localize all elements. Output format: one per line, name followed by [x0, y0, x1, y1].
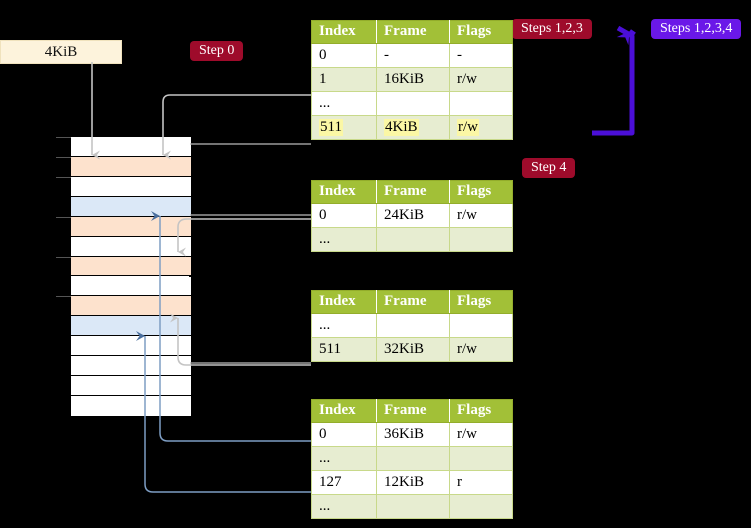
memory-frame-row	[56, 137, 191, 157]
table-row: ...	[311, 494, 513, 519]
cell-frame	[376, 313, 450, 338]
cell-flags: r/w	[449, 115, 513, 140]
cell-index: 511	[311, 115, 377, 140]
column-header-frame: Frame	[376, 180, 450, 204]
cell-flags	[449, 313, 513, 338]
memory-frame-row	[71, 236, 191, 257]
cell-index: 0	[311, 43, 377, 68]
steps1234-label: Steps 1,2,3,4	[651, 19, 742, 39]
column-header-frame: Frame	[376, 20, 450, 44]
step4-badge: Step 4	[522, 158, 576, 178]
memory-frame-row	[71, 376, 191, 397]
memory-frame-row	[71, 396, 191, 416]
cell-frame: 12KiB	[376, 470, 450, 495]
cell-frame	[376, 91, 450, 116]
memory-frame-row	[56, 296, 191, 317]
column-header-index: Index	[311, 399, 377, 423]
cell-frame: 16KiB	[376, 67, 450, 92]
physical-memory-grid	[56, 136, 191, 416]
cell-index: 1	[311, 67, 377, 92]
cell-flags: r/w	[449, 337, 513, 362]
cell-index: ...	[311, 494, 377, 519]
frame-size-label: 4KiB	[44, 43, 78, 60]
step0-badge: Step 0	[190, 41, 244, 61]
cell-flags	[449, 446, 513, 471]
column-header-flags: Flags	[449, 180, 513, 204]
cell-flags: r/w	[449, 67, 513, 92]
connector-pd-to-grid	[170, 313, 311, 366]
table-row: ...	[311, 313, 513, 338]
cell-frame: 36KiB	[376, 422, 450, 447]
cell-index: ...	[311, 313, 377, 338]
cell-frame	[376, 446, 450, 471]
memory-frame-row	[71, 336, 191, 357]
cell-index: 0	[311, 422, 377, 447]
memory-frame-row	[71, 316, 191, 337]
step4-label: Step 4	[522, 158, 576, 178]
frame-size-box: 4KiB	[0, 40, 122, 64]
cell-frame: -	[376, 43, 450, 68]
memory-frame-row	[56, 176, 191, 197]
memory-frame-row	[56, 216, 191, 237]
cell-frame: 4KiB	[376, 115, 450, 140]
cell-frame	[376, 494, 450, 519]
table-row: 0--	[311, 43, 513, 68]
table-row: ...	[311, 227, 513, 252]
cell-frame: 24KiB	[376, 203, 450, 228]
steps1234-badge: Steps 1,2,3,4	[651, 19, 742, 39]
cell-flags: -	[449, 43, 513, 68]
memory-frame-tick	[56, 296, 71, 298]
column-header-frame: Frame	[376, 399, 450, 423]
table-row: ...	[311, 91, 513, 116]
cell-flags: r/w	[449, 203, 513, 228]
column-header-index: Index	[311, 20, 377, 44]
steps1234-arrowhead	[616, 29, 636, 46]
cell-index: ...	[311, 91, 377, 116]
cell-index: 0	[311, 203, 377, 228]
memory-frame-row	[56, 156, 191, 177]
cell-index: 511	[311, 337, 377, 362]
cell-flags	[449, 227, 513, 252]
memory-frame-row	[71, 276, 191, 297]
table-row: ...	[311, 446, 513, 471]
memory-frame-tick	[56, 256, 71, 258]
cell-frame	[376, 227, 450, 252]
column-header-flags: Flags	[449, 399, 513, 423]
cell-index: ...	[311, 446, 377, 471]
column-header-index: Index	[311, 180, 377, 204]
memory-frame-row	[71, 356, 191, 377]
cell-flags	[449, 494, 513, 519]
column-header-index: Index	[311, 290, 377, 314]
column-header-flags: Flags	[449, 20, 513, 44]
connector-pdpt-to-grid	[177, 218, 311, 257]
step0-label: Step 0	[190, 41, 244, 61]
steps123-badge: Steps 1,2,3	[512, 19, 592, 39]
cell-index: ...	[311, 227, 377, 252]
memory-frame-row	[71, 196, 191, 217]
cell-index: 127	[311, 470, 377, 495]
cell-flags	[449, 91, 513, 116]
steps1234-bracket	[592, 25, 635, 136]
memory-frame-tick	[56, 216, 71, 218]
cell-frame: 32KiB	[376, 337, 450, 362]
cell-flags: r	[449, 470, 513, 495]
memory-frame-tick	[56, 176, 71, 178]
cell-flags: r/w	[449, 422, 513, 447]
memory-frame-tick	[56, 156, 71, 158]
memory-frame-row	[56, 256, 191, 277]
memory-frame-tick	[56, 137, 71, 138]
steps123-label: Steps 1,2,3	[512, 19, 592, 39]
column-header-frame: Frame	[376, 290, 450, 314]
column-header-flags: Flags	[449, 290, 513, 314]
